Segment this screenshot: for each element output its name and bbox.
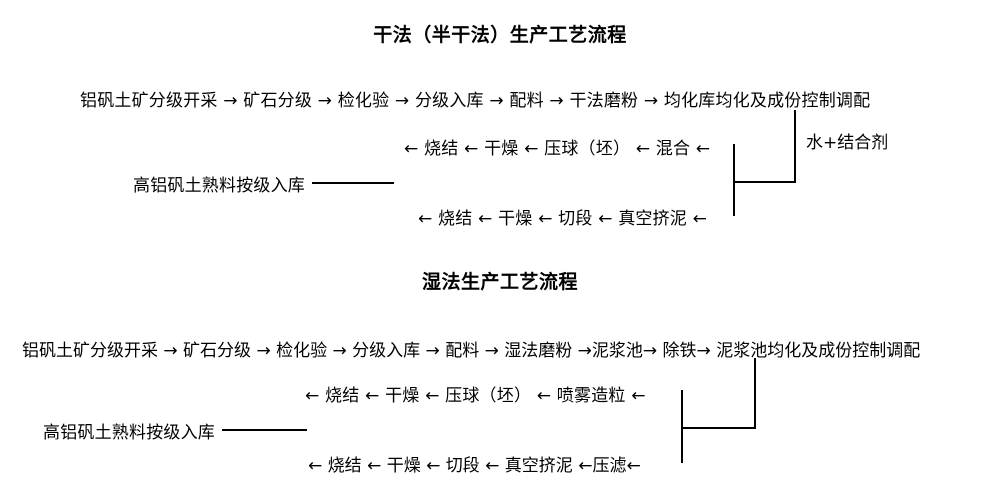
dry-process-connector-left-vertical [733,144,735,216]
wet-process-connector-right-vertical [754,358,756,428]
wet-process-row-1: 铝矾土矿分级开采 → 矿石分级 → 检化验 → 分级入库 → 配料 → 湿法磨粉… [22,341,921,361]
wet-process-title: 湿法生产工艺流程 [421,271,578,293]
wet-process-row-2: ← 烧结 ← 干燥 ← 压球（坯） ← 喷雾造粒 ← [305,386,646,406]
dry-process-row-2: ← 烧结 ← 干燥 ← 压球（坯） ← 混合 ← [404,139,711,159]
dry-process-connector-right-vertical [794,110,796,182]
wet-process-row-3: ← 烧结 ← 干燥 ← 切段 ← 真空挤泥 ←压滤← [308,456,641,476]
dry-process-annotation-water-binder: 水+结合剂 [806,133,889,153]
dry-process-row-3: ← 烧结 ← 干燥 ← 切段 ← 真空挤泥 ← [418,209,708,229]
dry-process-row-1: 铝矾土矿分级开采 → 矿石分级 → 检化验 → 分级入库 → 配料 → 干法磨粉… [80,91,871,111]
dry-process-outlet-lead-line [312,182,394,184]
dry-process-connector-horizontal [733,181,796,183]
wet-process-outlet-label: 高铝矾土熟料按级入库 [43,423,215,443]
wet-process-connector-left-vertical [681,390,683,463]
dry-process-outlet-label: 高铝矾土熟料按级入库 [133,176,305,196]
dry-process-title: 干法（半干法）生产工艺流程 [373,24,627,46]
wet-process-outlet-lead-line [222,429,307,431]
wet-process-connector-horizontal [681,427,756,429]
